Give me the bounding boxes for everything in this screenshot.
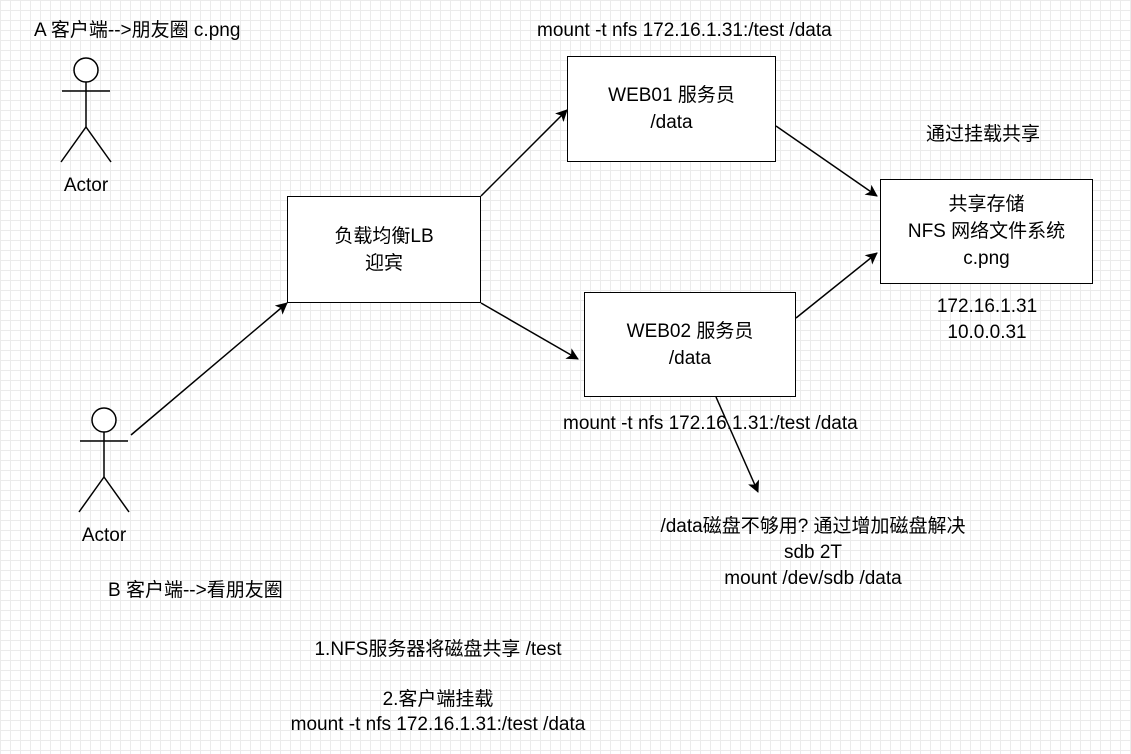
web01-title: WEB01 服务员 <box>608 85 735 106</box>
web01-path: /data <box>650 112 693 133</box>
actor-bottom-figure <box>78 407 130 513</box>
web02-path: /data <box>668 347 712 369</box>
nfs-title: 共享存储 <box>948 194 1025 215</box>
edge-actor-to-lb <box>130 302 288 436</box>
step-1: 1.NFS服务器将磁盘共享 /test <box>314 639 562 660</box>
nfs-file: c.png <box>963 248 1010 269</box>
actor-bottom-label: Actor <box>81 525 127 546</box>
client-a-label: A 客户端-->朋友圈 c.png <box>34 20 241 41</box>
disk-note-line2: sdb 2T <box>783 542 843 563</box>
web02-title: WEB02 服务员 <box>626 320 754 342</box>
disk-note-line3: mount /dev/sdb /data <box>724 568 902 589</box>
actor-top-figure <box>60 57 112 163</box>
step-2: 2.客户端挂载 <box>382 689 494 710</box>
share-label: 通过挂载共享 <box>926 124 1041 145</box>
edge-lb-to-web01 <box>480 109 568 197</box>
web02-box[interactable]: WEB02 服务员 /data <box>584 292 796 397</box>
nfs-subtitle: NFS 网络文件系统 <box>907 221 1066 242</box>
edge-web02-to-disk-note <box>715 396 760 493</box>
mount-command-web02: mount -t nfs 172.16.1.31:/test /data <box>563 413 858 434</box>
actor-top-label: Actor <box>63 175 109 196</box>
load-balancer-box[interactable]: 负载均衡LB 迎宾 <box>287 196 481 303</box>
step-2-command: mount -t nfs 172.16.1.31:/test /data <box>290 714 586 735</box>
edge-web02-to-nfs <box>795 252 878 319</box>
nfs-storage-box[interactable]: 共享存储 NFS 网络文件系统 c.png <box>880 179 1093 284</box>
lb-subtitle: 迎宾 <box>364 252 403 274</box>
nfs-ip-primary: 172.16.1.31 <box>936 296 1038 317</box>
edge-web01-to-nfs <box>775 125 878 197</box>
web01-box[interactable]: WEB01 服务员 /data <box>567 56 776 162</box>
nfs-ip-secondary: 10.0.0.31 <box>947 322 1027 343</box>
lb-title: 负载均衡LB <box>334 225 434 247</box>
edge-lb-to-web02 <box>480 302 579 360</box>
mount-command-top: mount -t nfs 172.16.1.31:/test /data <box>537 20 832 41</box>
disk-note-line1: /data磁盘不够用? 通过增加磁盘解决 <box>660 516 966 537</box>
client-b-label: B 客户端-->看朋友圈 <box>108 580 283 601</box>
